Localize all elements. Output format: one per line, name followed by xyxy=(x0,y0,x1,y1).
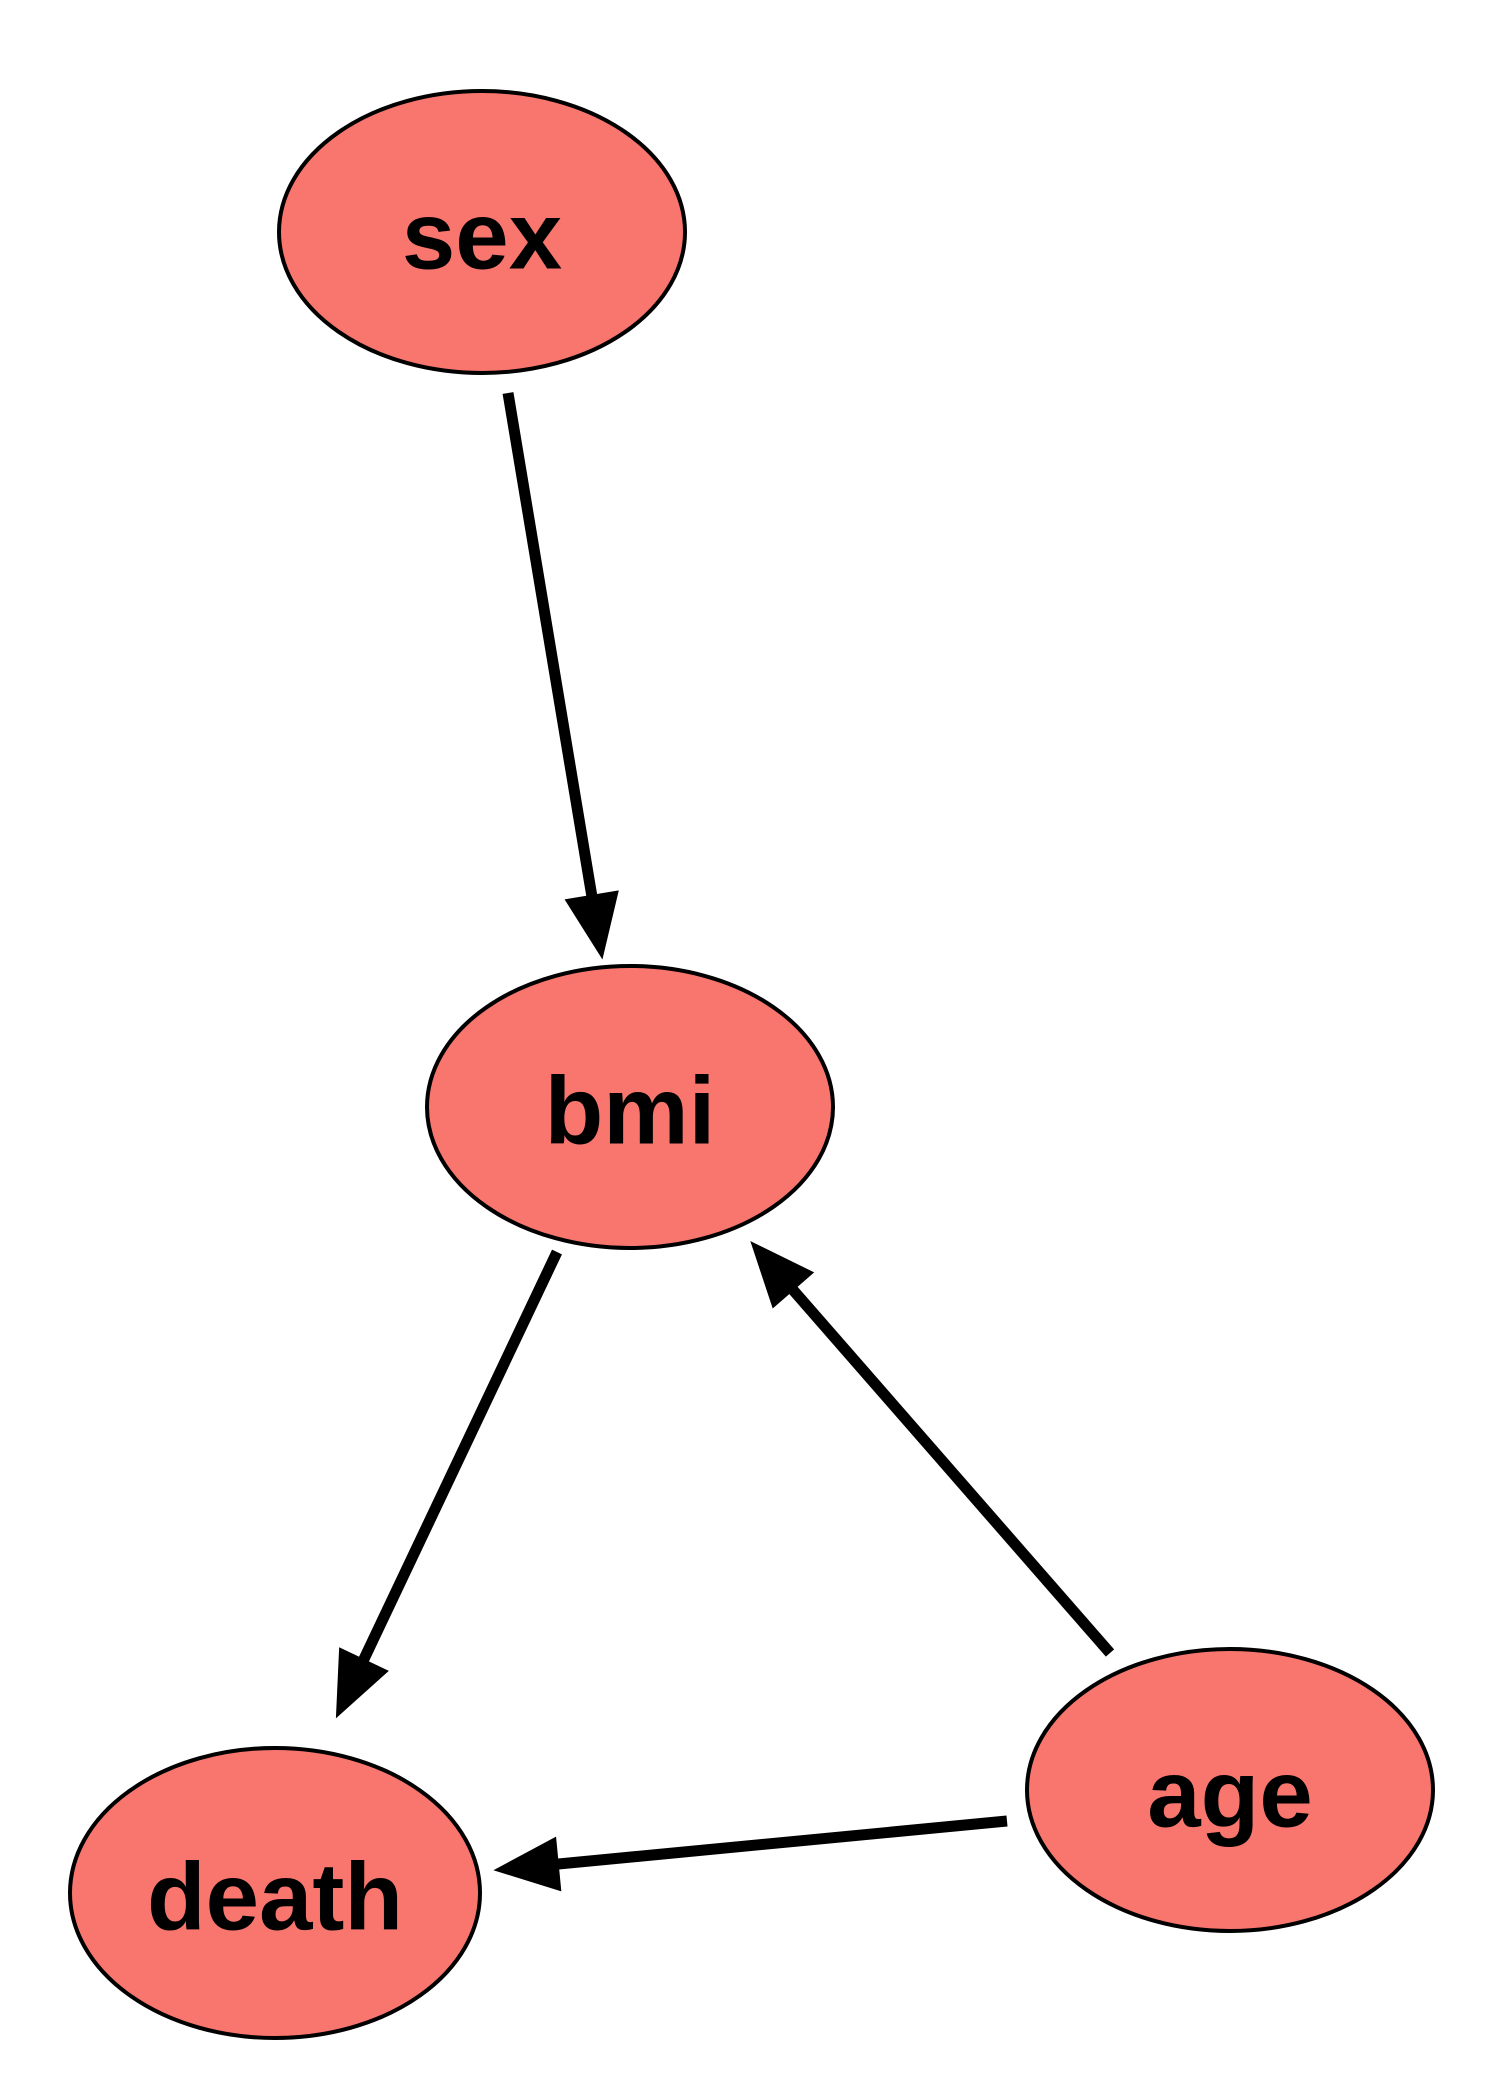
node-sex-ellipse xyxy=(277,89,687,375)
arrowhead-icon xyxy=(335,1647,389,1719)
node-death[interactable]: death xyxy=(68,1746,482,2040)
arrowhead-icon xyxy=(750,1241,815,1309)
node-bmi[interactable]: bmi xyxy=(425,964,835,1250)
edge-age-to-bmi-line xyxy=(781,1277,1115,1657)
edge-bmi-to-death[interactable] xyxy=(335,1249,562,1719)
node-age[interactable]: age xyxy=(1025,1647,1435,1933)
edge-age-to-death-line xyxy=(546,1815,1008,1871)
node-sex[interactable]: sex xyxy=(277,89,687,375)
edge-bmi-to-death-line xyxy=(353,1249,562,1673)
edge-sex-to-bmi[interactable] xyxy=(502,392,619,960)
edge-age-to-bmi[interactable] xyxy=(750,1241,1115,1657)
edge-sex-to-bmi-line xyxy=(502,392,600,908)
node-age-ellipse xyxy=(1025,1647,1435,1933)
edge-age-to-death[interactable] xyxy=(493,1815,1008,1892)
node-death-ellipse xyxy=(68,1746,482,2040)
arrowhead-icon xyxy=(493,1836,562,1892)
node-bmi-ellipse xyxy=(425,964,835,1250)
edge-layer xyxy=(335,392,1115,1892)
arrowhead-icon xyxy=(564,890,619,960)
